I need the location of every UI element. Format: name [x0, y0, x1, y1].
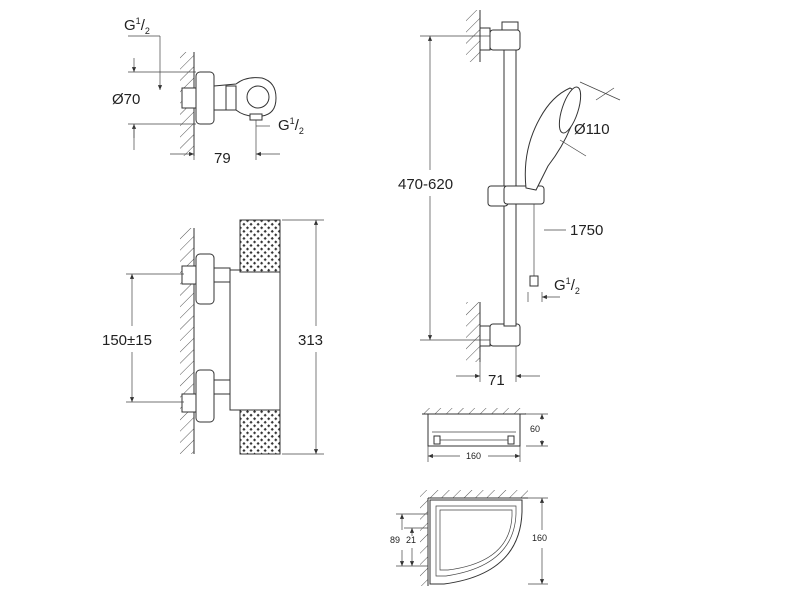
shelf-front-left-foot: [433, 435, 441, 445]
shelf-width-label: 160: [466, 451, 481, 461]
thread-top-label: G1/2: [124, 16, 150, 36]
thermostat-body: [229, 269, 281, 411]
center-distance-label: 150±15: [102, 332, 152, 349]
elbow-nipple: [249, 113, 263, 121]
inlet-bottom-nut: [181, 393, 197, 413]
elbow-collar: [225, 85, 237, 111]
shelf-top-wall-h: [428, 490, 528, 498]
projection-label: 71: [488, 372, 505, 389]
inlet-top-nut: [181, 265, 197, 285]
rail-cap: [501, 21, 519, 31]
shelf-outer-label: 89: [390, 535, 400, 545]
temperature-knob: [239, 219, 281, 273]
inlet-top-flange: [195, 253, 215, 305]
shelf-inner-label: 21: [406, 535, 416, 545]
shelf-top-view: 160 89 21: [390, 490, 548, 586]
shelf-height-label: 60: [530, 424, 540, 434]
shelf-front-view: 60 160: [422, 408, 548, 462]
inlet-bottom-collar: [213, 379, 231, 395]
shelf-corner-outer: [429, 499, 523, 585]
hose-nut: [529, 275, 539, 287]
top-bracket-base: [479, 27, 491, 51]
shelf-front-body: [427, 413, 521, 447]
rail-length-label: 470-620: [398, 176, 453, 193]
wall-hatch-rail-bottom: [466, 302, 480, 362]
flow-knob: [239, 409, 281, 455]
wall-elbow-view: G1/2 Ø70 G1/2 79: [112, 16, 304, 167]
shelf-wall-hatch: [422, 408, 526, 414]
shower-rail-view: 470-620 Ø110 1750 G1/2 71: [398, 10, 621, 389]
shelf-depth-label: 160: [532, 533, 547, 543]
rail-thread-label: G1/2: [554, 276, 580, 296]
hose-length-label: 1750: [570, 222, 603, 239]
head-diameter-label: Ø110: [574, 121, 610, 138]
wall-hatch-thermostat: [180, 228, 194, 454]
depth-label: 79: [214, 150, 231, 167]
top-bracket: [489, 29, 521, 51]
shower-head-face: [558, 86, 582, 134]
shelf-front-right-foot: [507, 435, 515, 445]
wall-flange: [195, 71, 215, 125]
height-label: 313: [298, 332, 323, 349]
bottom-bracket-base: [479, 325, 491, 347]
thread-bottom-label: G1/2: [278, 116, 304, 136]
inlet-nut: [181, 87, 197, 109]
inlet-bottom-flange: [195, 369, 215, 423]
diameter-label: Ø70: [112, 91, 140, 108]
slider-holder: [503, 185, 545, 205]
bottom-bracket: [489, 323, 521, 347]
shelf-top-wall-v: [420, 490, 428, 586]
elbow-outlet: [246, 85, 270, 109]
inlet-top-collar: [213, 267, 231, 283]
thermostat-view: 150±15 313: [102, 219, 324, 455]
